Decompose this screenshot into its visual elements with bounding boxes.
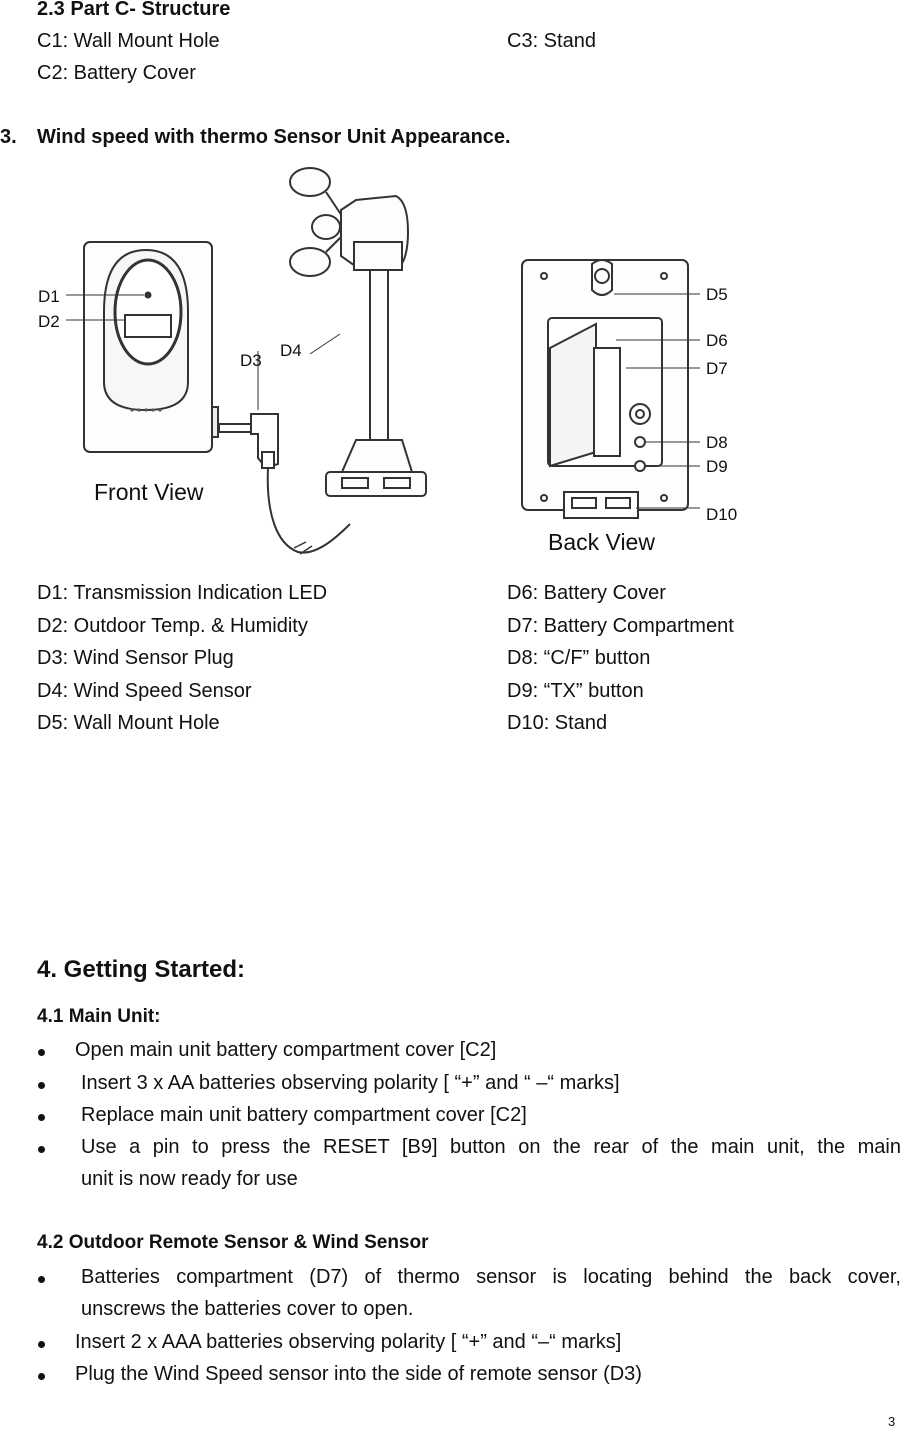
main-unit-step-2: Insert 3 x AA batteries observing polari… bbox=[81, 1072, 620, 1094]
front-view-housing bbox=[83, 241, 219, 453]
legend-d10: D10: Stand bbox=[507, 712, 608, 734]
main-unit-heading: 4.1 Main Unit: bbox=[37, 1006, 161, 1027]
legend-d1: D1: Transmission Indication LED bbox=[37, 582, 328, 604]
label-d3: D3 bbox=[240, 351, 262, 370]
bullet bbox=[38, 1114, 45, 1121]
label-d7: D7 bbox=[706, 359, 728, 378]
part-c-heading: 2.3 Part C- Structure bbox=[37, 0, 231, 20]
outdoor-step-1-cont: unscrews the batteries cover to open. bbox=[81, 1298, 414, 1320]
label-d1: D1 bbox=[38, 287, 60, 306]
sensor-appearance-figure: D1 D2 D3 D4 Fro bbox=[36, 152, 826, 574]
front-view-caption: Front View bbox=[94, 479, 204, 505]
back-view-caption: Back View bbox=[548, 529, 655, 555]
back-view-housing bbox=[521, 259, 689, 519]
legend-d4: D4: Wind Speed Sensor bbox=[37, 680, 252, 702]
bullet bbox=[38, 1146, 45, 1153]
main-unit-step-4-cont: unit is now ready for use bbox=[81, 1168, 298, 1190]
label-d10: D10 bbox=[706, 505, 737, 524]
outdoor-step-1: Batteries compartment (D7) of thermo sen… bbox=[81, 1266, 901, 1288]
bullet bbox=[38, 1373, 45, 1380]
legend-d2: D2: Outdoor Temp. & Humidity bbox=[37, 615, 308, 637]
section-3-number: 3. bbox=[0, 126, 17, 148]
bullet bbox=[38, 1276, 45, 1283]
main-unit-step-3: Replace main unit battery compartment co… bbox=[81, 1104, 527, 1126]
label-d4: D4 bbox=[280, 341, 302, 360]
page-number: 3 bbox=[888, 1414, 896, 1429]
label-d2: D2 bbox=[38, 312, 60, 331]
wind-speed-sensor bbox=[289, 167, 427, 497]
label-d9: D9 bbox=[706, 457, 728, 476]
part-c-item-c2: C2: Battery Cover bbox=[37, 62, 196, 84]
legend-d7: D7: Battery Compartment bbox=[507, 615, 734, 637]
wind-sensor-plug bbox=[218, 413, 279, 470]
legend-d3: D3: Wind Sensor Plug bbox=[37, 647, 234, 669]
main-unit-step-4: Use a pin to press the RESET [B9] button… bbox=[81, 1136, 901, 1158]
main-unit-step-1: Open main unit battery compartment cover… bbox=[75, 1039, 497, 1061]
legend-d5: D5: Wall Mount Hole bbox=[37, 712, 220, 734]
label-d6: D6 bbox=[706, 331, 728, 350]
label-d8: D8 bbox=[706, 433, 728, 452]
section-3-title: Wind speed with thermo Sensor Unit Appea… bbox=[37, 126, 511, 148]
legend-d9: D9: “TX” button bbox=[507, 680, 644, 702]
section-4-title: 4. Getting Started: bbox=[37, 956, 246, 983]
outdoor-step-3: Plug the Wind Speed sensor into the side… bbox=[75, 1363, 642, 1385]
bullet bbox=[38, 1049, 45, 1056]
label-d5: D5 bbox=[706, 285, 728, 304]
legend-d8: D8: “C/F” button bbox=[507, 647, 651, 669]
part-c-item-c1: C1: Wall Mount Hole bbox=[37, 30, 220, 52]
legend-d6: D6: Battery Cover bbox=[507, 582, 666, 604]
bullet bbox=[38, 1341, 45, 1348]
bullet bbox=[38, 1082, 45, 1089]
outdoor-sensor-heading: 4.2 Outdoor Remote Sensor & Wind Sensor bbox=[37, 1232, 429, 1253]
part-c-item-c3: C3: Stand bbox=[507, 30, 596, 52]
outdoor-step-2: Insert 2 x AAA batteries observing polar… bbox=[75, 1331, 622, 1353]
